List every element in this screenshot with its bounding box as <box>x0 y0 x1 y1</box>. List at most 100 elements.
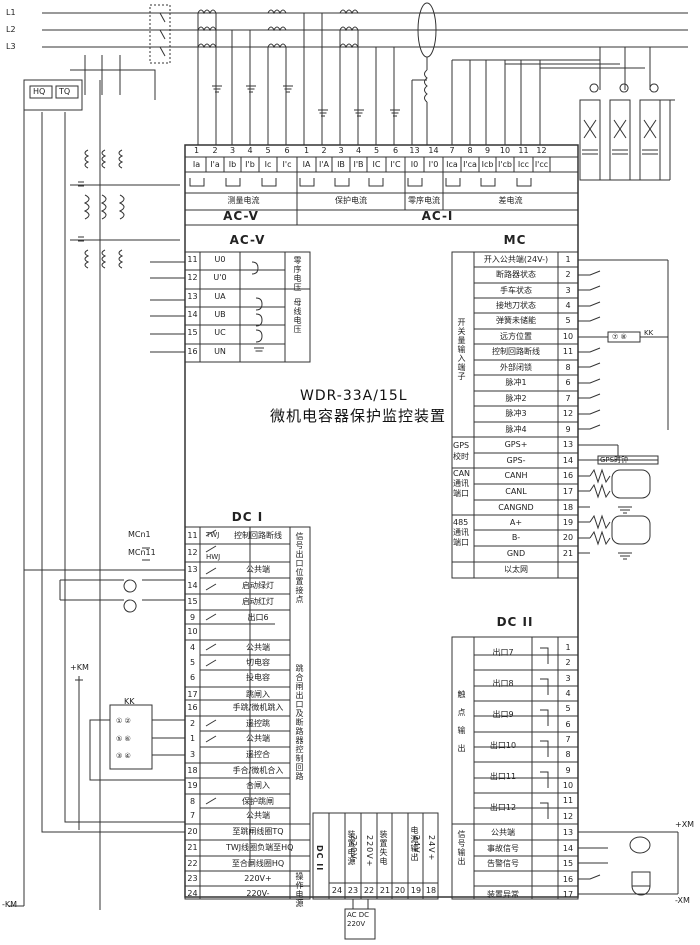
signal-name: I'C <box>390 160 401 169</box>
signal-name: 220V- <box>349 835 358 864</box>
terminal-number: 8 <box>189 797 196 806</box>
signal-name: IA <box>302 160 311 169</box>
terminal-number: 17 <box>562 890 574 899</box>
signal-name: 至合闸线圈HQ <box>231 859 285 868</box>
mc-485-side-label: 485通讯端口 <box>453 518 469 547</box>
signal-name: 切电容 <box>246 658 270 667</box>
terminal-number: 3 <box>338 146 344 155</box>
mcn11-label: MCn11 <box>128 548 156 557</box>
signal-name: UB <box>214 310 226 319</box>
terminal-number: 6 <box>565 378 571 387</box>
signal-name: Ic <box>264 160 272 169</box>
signal-name: U'0 <box>213 273 227 282</box>
dcii-bottom-title: DC II <box>315 845 324 872</box>
bus-label-l3: L3 <box>6 42 16 51</box>
terminal-number: 5 <box>265 146 271 155</box>
group-label-measure: 测量电流 <box>227 196 260 205</box>
terminal-number: 10 <box>562 781 574 790</box>
signal-name: 接地刀状态 <box>496 301 536 310</box>
terminal-number: 13 <box>562 440 574 449</box>
signal-name: 控制回路断线 <box>234 531 282 540</box>
signal-name: Icc <box>517 160 530 169</box>
terminal-number: 1 <box>565 255 571 264</box>
signal-name: 启动红灯 <box>242 597 274 606</box>
terminal-number: 4 <box>565 301 571 310</box>
terminal-number: 19 <box>187 781 198 790</box>
signal-name: 220V+ <box>365 835 374 868</box>
mc-gps-side-label: GPS校时 <box>453 441 470 461</box>
signal-name: 脉冲1 <box>505 378 527 387</box>
signal-name: UC <box>214 328 226 337</box>
signal-name: 遥控合 <box>246 750 270 759</box>
kk-label-dci: KK <box>124 697 135 706</box>
kk-contact-34: ③ ④ <box>116 752 131 760</box>
terminal-number: 15 <box>187 597 198 606</box>
signal-name: IB <box>337 160 345 169</box>
terminal-number: 12 <box>536 146 547 155</box>
terminal-number: 17 <box>562 487 574 496</box>
terminal-number: 20 <box>562 533 574 542</box>
kk-contact-12: ① ② <box>116 717 131 725</box>
signal-name: I'A <box>318 160 330 169</box>
output-label: 出口12 <box>489 803 517 812</box>
terminal-number: 3 <box>189 750 196 759</box>
signal-name: GPS+ <box>504 440 528 449</box>
signal-name: 遥控跳 <box>246 719 270 728</box>
terminal-number: 12 <box>187 273 198 282</box>
terminal-number: 12 <box>187 548 198 557</box>
terminal-number: 18 <box>425 886 437 895</box>
signal-name: 开入公共端(24V-) <box>483 255 549 264</box>
signal-name: 手跳/微机跳入 <box>232 703 284 712</box>
positive-xm-label: +XM <box>675 820 695 829</box>
hq-coil-label: HQ <box>33 87 46 96</box>
terminal-number: 4 <box>189 643 196 652</box>
signal-name: I'cb <box>497 160 513 169</box>
dci-position-side-label: 位置接点 <box>295 568 304 604</box>
signal-name: 外部闭锁 <box>500 363 532 372</box>
signal-name: A+ <box>509 518 523 527</box>
signal-name: I'B <box>353 160 364 169</box>
signal-name: 脉冲4 <box>505 425 527 434</box>
tq-coil-label: TQ <box>59 87 71 96</box>
terminal-number: 14 <box>562 844 574 853</box>
terminal-number: 10 <box>499 146 511 155</box>
dcii-contacts-side-label: 触点输出 <box>457 690 466 762</box>
terminal-number: 8 <box>565 363 571 372</box>
terminal-number: 21 <box>187 843 198 852</box>
kk-label-mc: KK <box>644 329 654 337</box>
signal-name: Icb <box>481 160 494 169</box>
acv-zero-seq-label: 零序电压 <box>293 256 302 292</box>
signal-name: I'c <box>282 160 292 169</box>
mc-input-side-label: 开关量输入端子 <box>457 318 466 381</box>
signal-name: 保护跳闸 <box>242 797 274 806</box>
terminal-number: 13 <box>187 292 198 301</box>
signal-name: Ib <box>228 160 237 169</box>
terminal-number: 16 <box>562 471 574 480</box>
terminal-number: 5 <box>565 316 571 325</box>
terminal-number: 2 <box>565 658 571 667</box>
signal-name: 脉冲3 <box>505 409 527 418</box>
terminal-number: 14 <box>428 146 439 155</box>
terminal-number: 6 <box>565 720 571 729</box>
mcn1-label: MCn1 <box>128 530 151 539</box>
signal-name: 以太网 <box>504 565 528 574</box>
terminal-number: 10 <box>187 627 198 636</box>
kk-contact-56: ⑤ ⑥ <box>116 735 131 743</box>
gps-clock-label: GPS时钟 <box>600 456 629 464</box>
signal-name: 24V- <box>412 835 421 858</box>
terminal-number: 12 <box>562 409 574 418</box>
terminal-number: 21 <box>562 549 574 558</box>
device-model: WDR-33A/15L <box>300 388 408 404</box>
signal-name: I'0 <box>428 160 439 169</box>
signal-name: 公共端 <box>246 643 270 652</box>
signal-name: 公共端 <box>491 828 515 837</box>
signal-name: B- <box>511 533 521 542</box>
terminal-number: 24 <box>187 889 198 898</box>
terminal-number: 6 <box>392 146 399 155</box>
signal-name: I'a <box>210 160 220 169</box>
terminal-number: 7 <box>449 146 455 155</box>
terminal-number: 6 <box>189 673 196 682</box>
signal-name: I0 <box>410 160 419 169</box>
signal-name: IC <box>372 160 381 169</box>
signal-name: 投电容 <box>246 673 270 682</box>
